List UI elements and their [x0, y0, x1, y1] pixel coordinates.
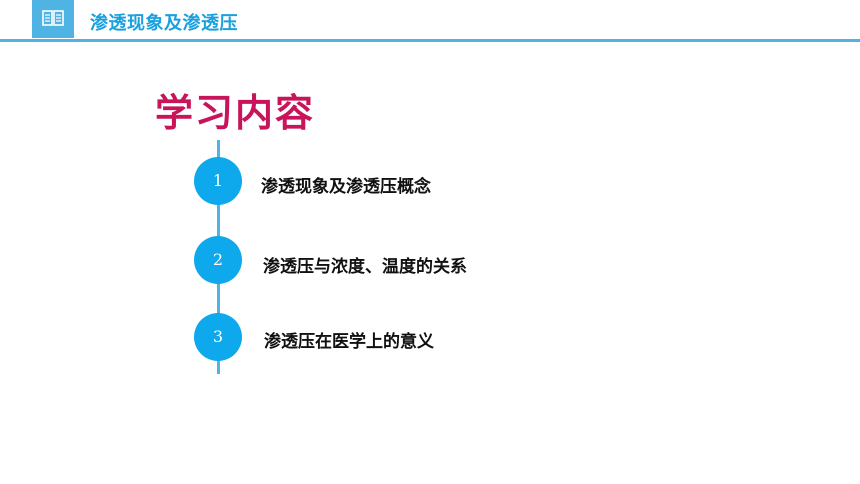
item-label-3: 渗透压在医学上的意义 — [264, 332, 434, 352]
item-number-circle-2: 2 — [194, 236, 242, 284]
page-title: 学习内容 — [155, 91, 316, 135]
book-icon — [42, 10, 64, 26]
item-label-1: 渗透现象及渗透压概念 — [261, 177, 431, 197]
header-title: 渗透现象及渗透压 — [90, 13, 238, 34]
item-label-2: 渗透压与浓度、温度的关系 — [263, 257, 467, 277]
header-divider — [0, 39, 860, 42]
item-number-circle-3: 3 — [194, 313, 242, 361]
slide-header: 渗透现象及渗透压 — [0, 0, 860, 42]
header-icon-box — [32, 0, 74, 38]
item-number-circle-1: 1 — [194, 157, 242, 205]
